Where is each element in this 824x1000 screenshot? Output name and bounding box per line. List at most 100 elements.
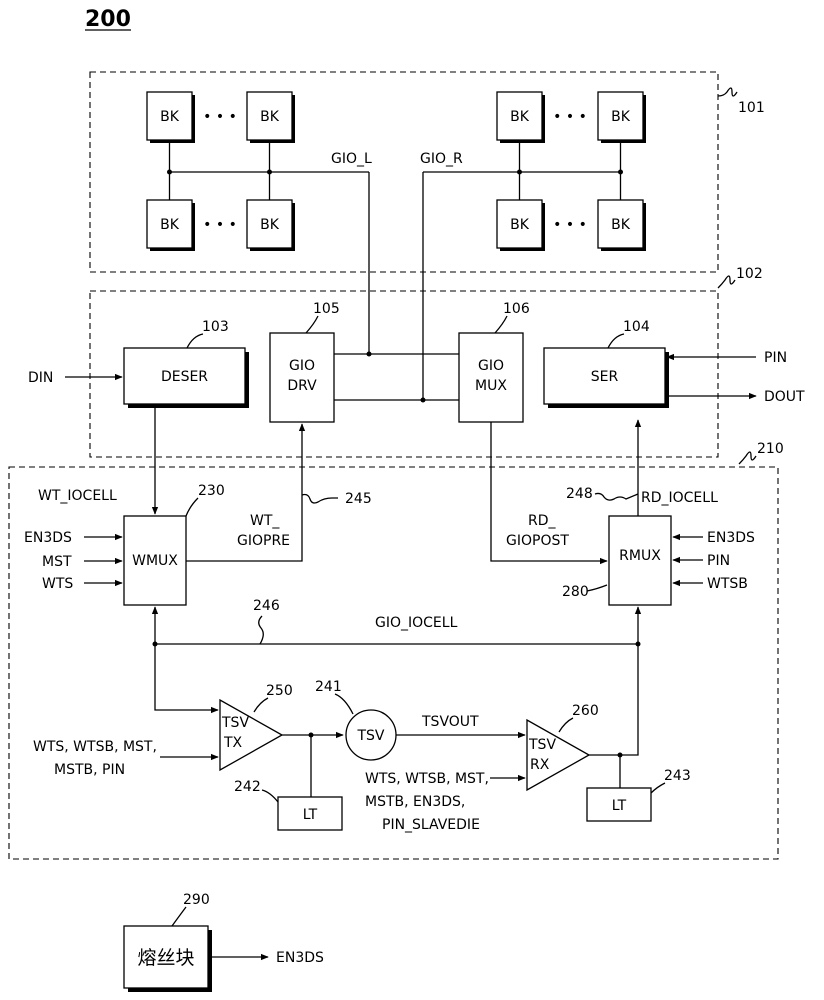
dout-label: DOUT bbox=[764, 389, 805, 405]
bank-top-right-2: BK bbox=[597, 91, 646, 143]
tsvout-label: TSVOUT bbox=[421, 714, 479, 730]
tsv-label: TSV bbox=[356, 728, 384, 744]
bank-bottom-right-1: BK bbox=[496, 199, 545, 251]
lt-right-ref: 243 bbox=[664, 768, 691, 784]
bank-ellipsis: • • • bbox=[203, 109, 237, 125]
wmux-in-wts: WTS bbox=[42, 576, 73, 592]
tsv-rx-label-1: TSV bbox=[528, 737, 556, 753]
wmux-label: WMUX bbox=[132, 553, 178, 569]
tsv-tx-leader bbox=[253, 697, 269, 713]
bank-ellipsis: • • • bbox=[203, 217, 237, 233]
lt-right-label: LT bbox=[612, 798, 627, 814]
fuse-label: 熔丝块 bbox=[137, 947, 194, 969]
gio-mux-block: GIO MUX bbox=[458, 332, 524, 423]
ser-ref: 104 bbox=[623, 319, 650, 335]
tsv-node: TSV bbox=[345, 709, 397, 761]
lt-left-label: LT bbox=[303, 807, 318, 823]
rmux-in-wtsb: WTSB bbox=[707, 576, 748, 592]
lt-right-leader bbox=[650, 782, 666, 794]
rx-in-line-2: MSTB, EN3DS, bbox=[365, 794, 465, 810]
ser-leader bbox=[607, 333, 625, 349]
deser-block: DESER bbox=[123, 347, 249, 408]
din-label: DIN bbox=[28, 370, 53, 386]
bank-bottom-left-1: BK bbox=[146, 199, 195, 251]
bank-bottom-left-2: BK bbox=[246, 199, 295, 251]
rmux-ref: 280 bbox=[562, 584, 589, 600]
deser-leader bbox=[186, 333, 204, 349]
wt-iocell-label: WT_IOCELL bbox=[38, 488, 117, 504]
wt-giopre-ref: 245 bbox=[345, 491, 372, 507]
bank-label: BK bbox=[510, 109, 530, 125]
bank-label: BK bbox=[510, 217, 530, 233]
tx-in-line-2: MSTB, PIN bbox=[54, 762, 125, 778]
tsv-rx-ref: 260 bbox=[572, 703, 599, 719]
bank-label: BK bbox=[160, 217, 180, 233]
rd-giopost-label-2: GIOPOST bbox=[506, 533, 569, 549]
tsv-ref: 241 bbox=[315, 679, 342, 695]
bank-bus-wires bbox=[167, 140, 623, 400]
lt-left-ref: 242 bbox=[234, 779, 261, 795]
wt-giopre-leader bbox=[301, 493, 338, 504]
bank-ellipsis: • • • bbox=[553, 109, 587, 125]
lt-left-block: LT bbox=[277, 796, 343, 831]
bank-top-left-1: BK bbox=[146, 91, 195, 143]
bank-label: BK bbox=[611, 109, 631, 125]
fuse-ref: 290 bbox=[183, 892, 210, 908]
region-210 bbox=[8, 466, 779, 860]
region-210-ref: 210 bbox=[757, 441, 784, 457]
wmux-block: WMUX bbox=[123, 515, 187, 606]
gio-drv-ref: 105 bbox=[313, 301, 340, 317]
gio-mux-ref: 106 bbox=[503, 301, 530, 317]
bank-label: BK bbox=[611, 217, 631, 233]
wmux-ref: 230 bbox=[198, 483, 225, 499]
wt-giopre-label-1: WT_ bbox=[250, 513, 280, 529]
tsv-rx-block: TSV RX bbox=[526, 718, 591, 792]
tsv-tx-block: TSV TX bbox=[219, 698, 284, 772]
gio-mux-leader bbox=[494, 315, 508, 334]
bank-ellipsis: • • • bbox=[553, 217, 587, 233]
fuse-block: 熔丝块 bbox=[123, 925, 212, 992]
tsv-rx-label-2: RX bbox=[530, 757, 550, 773]
gio-iocell-label: GIO_IOCELL bbox=[375, 615, 458, 631]
deser-label: DESER bbox=[161, 369, 208, 385]
tsv-tx-label-1: TSV bbox=[221, 715, 249, 731]
region-102 bbox=[89, 290, 719, 458]
pin-label: PIN bbox=[764, 350, 787, 366]
gio-iocell-bus bbox=[151, 606, 642, 647]
wt-giopre-label-2: GIOPRE bbox=[237, 533, 290, 549]
tsv-tx-ref: 250 bbox=[266, 683, 293, 699]
deser-ref: 103 bbox=[202, 319, 229, 335]
rmux-block: RMUX bbox=[608, 515, 672, 606]
rd-giopost-wire bbox=[490, 422, 608, 565]
gio-mux-label-2: MUX bbox=[475, 378, 507, 394]
ser-block: SER bbox=[543, 347, 669, 408]
bank-label: BK bbox=[160, 109, 180, 125]
ser-label: SER bbox=[591, 369, 619, 385]
gio-drv-label-2: DRV bbox=[287, 378, 317, 394]
region-102-leader bbox=[717, 275, 736, 289]
gio-iocell-ref: 246 bbox=[253, 598, 280, 614]
region-101 bbox=[89, 71, 719, 273]
region-210-leader bbox=[738, 451, 757, 465]
tx-in-line-1: WTS, WTSB, MST, bbox=[33, 739, 157, 755]
wmux-in-en3ds: EN3DS bbox=[24, 530, 72, 546]
rmux-in-en3ds: EN3DS bbox=[707, 530, 755, 546]
gio-bus-wires bbox=[334, 351, 459, 403]
wmux-in-mst: MST bbox=[42, 554, 72, 570]
rd-iocell-leader bbox=[594, 492, 639, 501]
gio-drv-label-1: GIO bbox=[289, 358, 315, 374]
tsv-rx-leader bbox=[558, 717, 574, 733]
region-101-leader bbox=[717, 87, 738, 97]
rx-in-line-1: WTS, WTSB, MST, bbox=[365, 771, 489, 787]
rx-in-line-3: PIN_SLAVEDIE bbox=[382, 817, 480, 833]
tsv-leader bbox=[334, 693, 354, 715]
lt-right-block: LT bbox=[586, 787, 652, 822]
rmux-label: RMUX bbox=[619, 548, 661, 564]
wmux-leader bbox=[185, 497, 199, 517]
lt-left-leader bbox=[261, 789, 279, 803]
bus-gio-r-label: GIO_R bbox=[420, 151, 463, 167]
gio-mux-label-1: GIO bbox=[478, 358, 504, 374]
bank-top-left-2: BK bbox=[246, 91, 295, 143]
region-102-ref: 102 bbox=[736, 266, 763, 282]
